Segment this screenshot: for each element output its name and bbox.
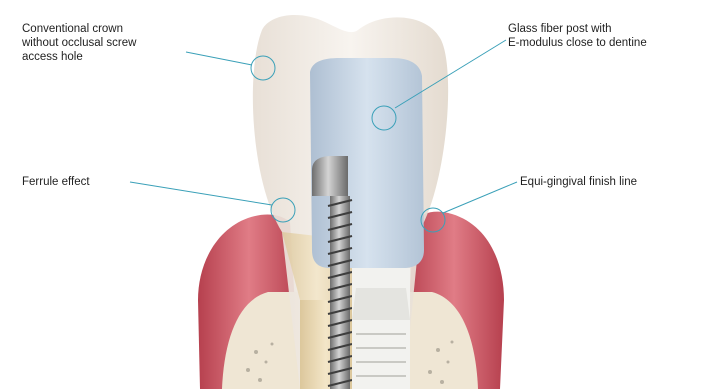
implant-body bbox=[352, 268, 410, 389]
ferrule-leader-line bbox=[130, 182, 272, 205]
crown-label-line-2: without occlusal screw bbox=[22, 36, 136, 50]
abutment-head bbox=[312, 156, 348, 196]
finish-line-label-line-1: Equi-gingival finish line bbox=[520, 175, 637, 189]
finish-line-label: Equi-gingival finish line bbox=[520, 175, 637, 189]
post-label-line-2: E-modulus close to dentine bbox=[508, 36, 647, 50]
post-label: Glass fiber post with E-modulus close to… bbox=[508, 22, 647, 50]
post-label-line-1: Glass fiber post with bbox=[508, 22, 647, 36]
ferrule-label: Ferrule effect bbox=[22, 175, 90, 189]
implant-collar bbox=[352, 288, 410, 320]
crown-leader-line bbox=[186, 52, 252, 65]
crown-label-line-3: access hole bbox=[22, 50, 136, 64]
crown-label-line-1: Conventional crown bbox=[22, 22, 136, 36]
finish-leader-line bbox=[443, 182, 517, 213]
ferrule-label-line-1: Ferrule effect bbox=[22, 175, 90, 189]
crown-label: Conventional crown without occlusal scre… bbox=[22, 22, 136, 64]
